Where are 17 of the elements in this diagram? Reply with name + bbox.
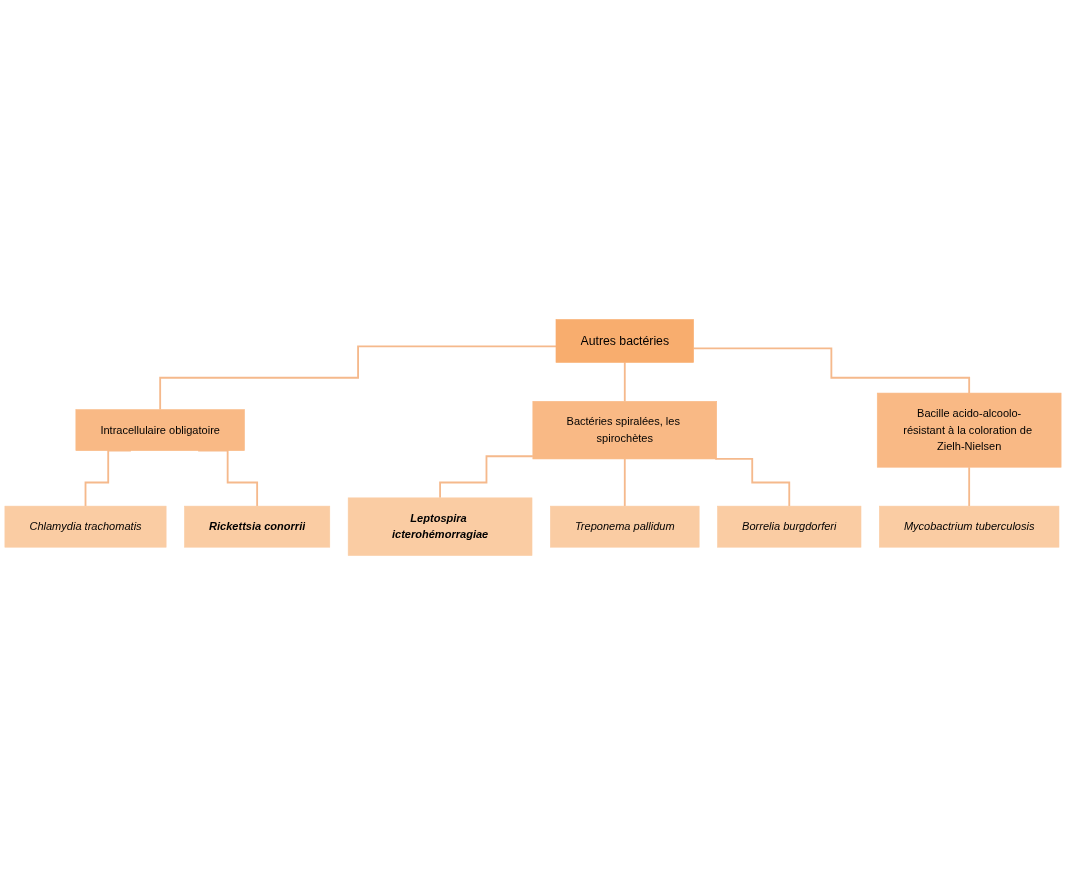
node-box: Treponema pallidum — [550, 505, 700, 548]
node-box: Autres bactéries — [555, 319, 694, 363]
node-box: Bacille acido-alcoolo-résistant à la coloration de Zielh-Nielsen — [876, 392, 1062, 468]
connector — [623, 458, 626, 508]
connector — [968, 466, 971, 508]
node-box: Chlamydia trachomatis — [4, 505, 167, 548]
connector — [714, 458, 791, 508]
node-box: Mycobactrium tuberculosis — [879, 505, 1060, 548]
node-box: Bactéries spiralées, les spirochètes — [532, 401, 717, 460]
node-box: Rickettsia conorrii — [184, 505, 331, 548]
connector — [159, 345, 557, 411]
node-box: Leptospira icterohémorragiae — [347, 497, 533, 556]
node-box: Intracellulaire obligatoire — [75, 409, 245, 451]
connector — [623, 361, 626, 403]
node-box: Borrelia burgdorferi — [717, 505, 862, 548]
connector — [439, 455, 534, 499]
connector — [692, 347, 971, 394]
